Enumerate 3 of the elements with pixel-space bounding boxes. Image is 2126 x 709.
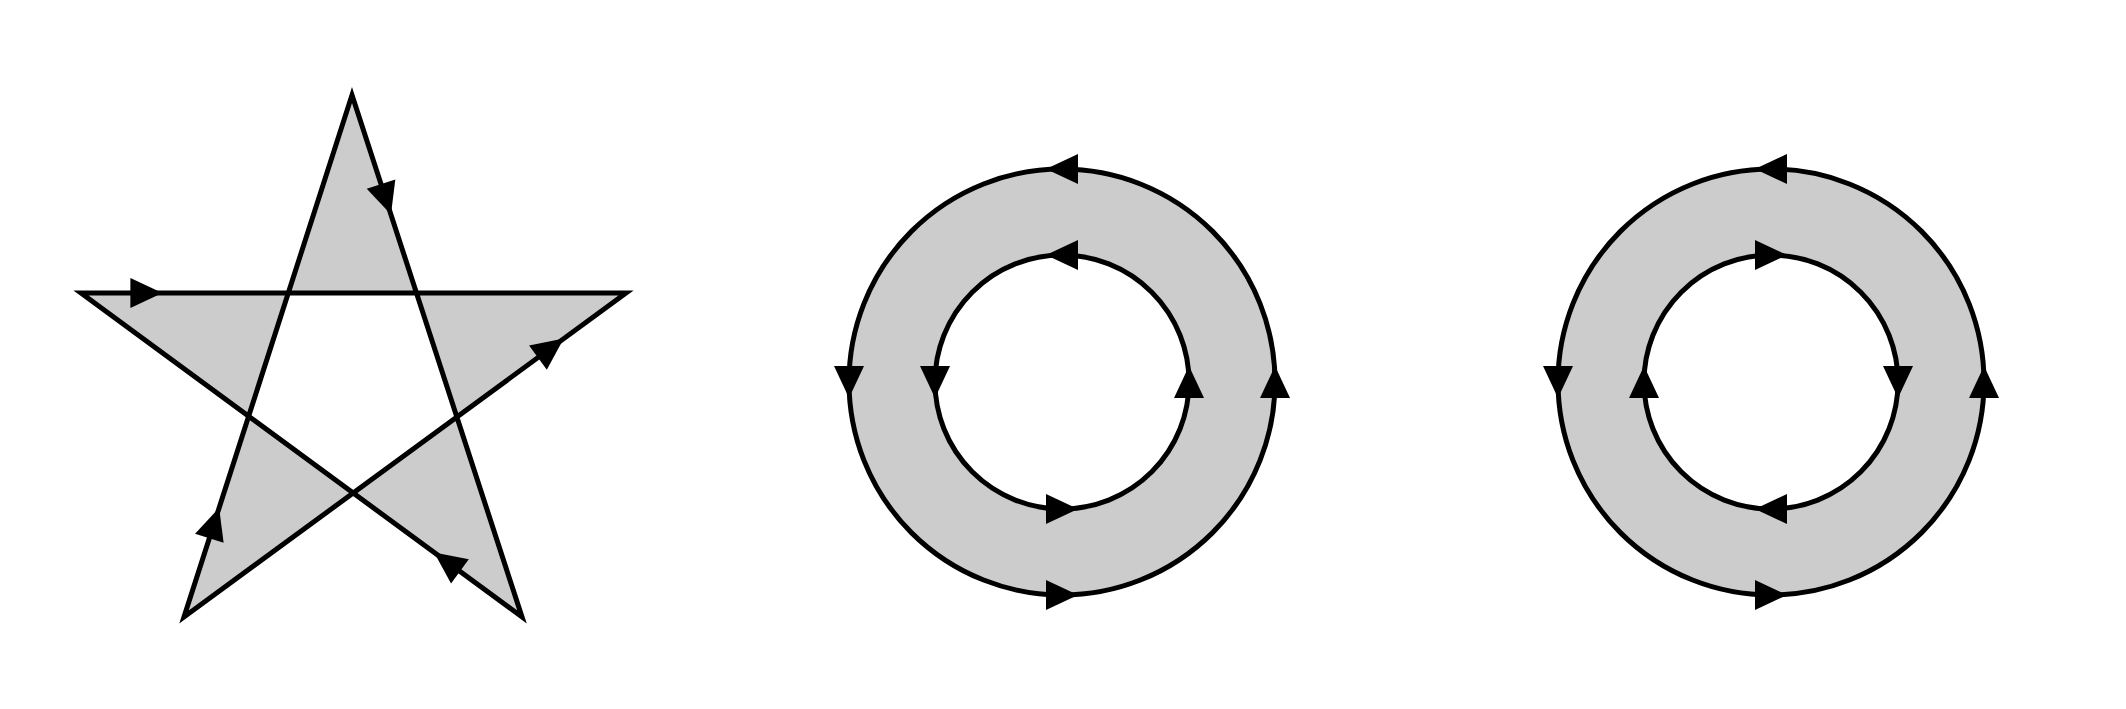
- annulus-drawing: [834, 154, 1290, 610]
- annulus-drawing: [1543, 154, 1999, 610]
- pentagram-drawing: [73, 86, 634, 624]
